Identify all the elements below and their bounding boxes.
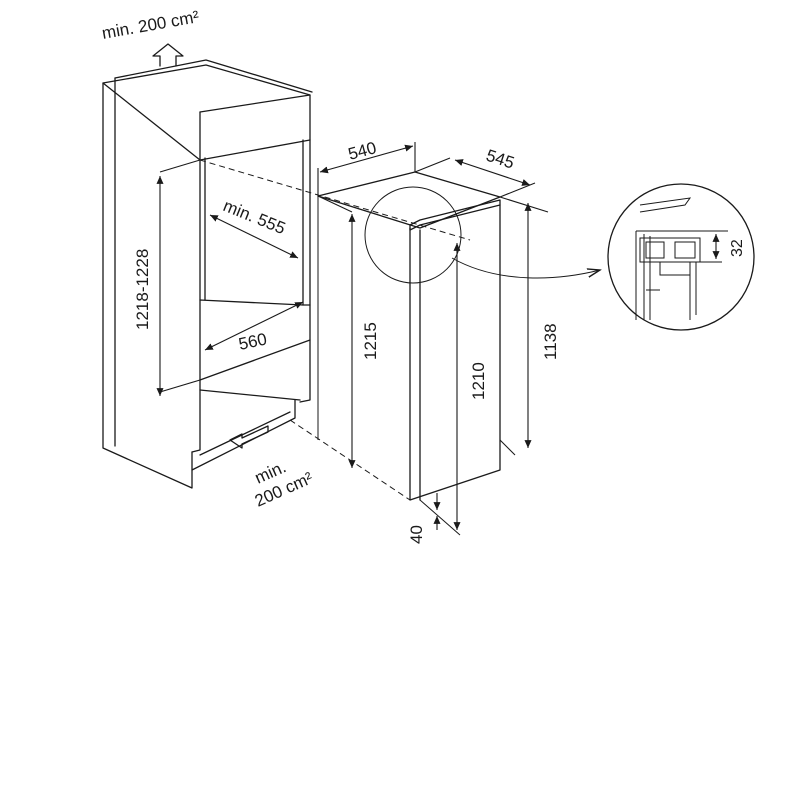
appliance-width-dimension — [317, 142, 416, 196]
body-height-dimension — [419, 243, 461, 536]
niche-height-label: 1218-1228 — [133, 249, 152, 330]
niche-depth-dimension — [209, 214, 299, 259]
appliance-height-dimension — [317, 195, 356, 468]
detail-callout — [364, 183, 755, 331]
appliance-depth-label: 545 — [484, 146, 517, 173]
appliance-depth-dimension — [414, 157, 536, 198]
niche-width-label: 560 — [237, 329, 269, 353]
niche-depth-guide — [199, 159, 471, 241]
height-1138-label: 1138 — [541, 323, 560, 360]
niche-depth-label: min. 555 — [221, 196, 289, 238]
niche-height-dimension — [156, 159, 201, 396]
appliance-height-label: 1215 — [361, 322, 380, 360]
height-1138-dimension — [499, 196, 549, 456]
bottom-gap-label: 40 — [407, 525, 426, 544]
appliance-body — [317, 171, 501, 501]
niche-width-dimension — [204, 301, 304, 351]
body-height-label: 1210 — [469, 362, 488, 400]
vent-top-label: min. 200 cm² — [100, 7, 200, 43]
appliance-width-label: 540 — [346, 138, 378, 164]
vent-arrow-up-icon — [152, 43, 184, 67]
detail-height-label: 32 — [729, 239, 746, 257]
